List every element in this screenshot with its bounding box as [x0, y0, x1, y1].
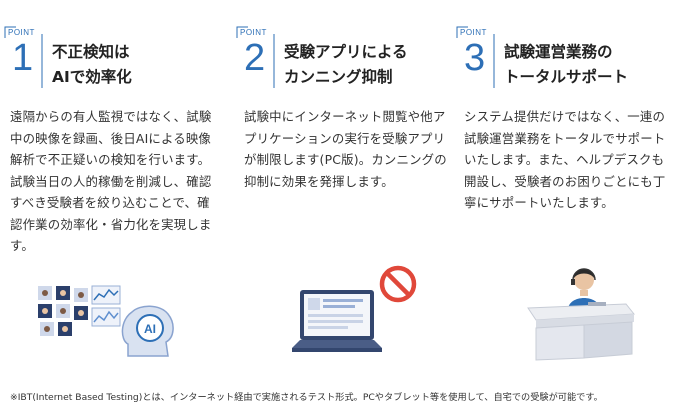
- badge-bracket-icon: [456, 26, 495, 88]
- point-number: 2: [244, 37, 266, 79]
- badge-bracket-icon: [236, 26, 275, 88]
- point-card-3: POINT 3 試験運営業務の トータルサポート システム提供だけではなく、一連…: [452, 0, 672, 361]
- video-analysis-illustration: AI: [38, 285, 174, 357]
- point-title-3: 試験運営業務の トータルサポート: [504, 40, 628, 90]
- point-title-line2: AIで効率化: [52, 68, 132, 86]
- point-body-2: 試験中にインターネット閲覧や他アプリケーションの実行を受験アプリが制限します(P…: [244, 109, 447, 189]
- point-title-line1: 試験運営業務の: [504, 43, 613, 61]
- point-number: 1: [12, 37, 34, 79]
- prohibition-icon: [379, 265, 417, 303]
- point-label: POINT: [240, 28, 267, 37]
- point-title-line1: 不正検知は: [52, 43, 130, 61]
- point-card-2: POINT 2 受験アプリによる カンニング抑制 試験中にインターネット閲覧や他…: [232, 0, 447, 360]
- point-body-3: システム提供だけではなく、一連の試験運営業務をトータルでサポートいたします。また…: [464, 109, 666, 210]
- analysis-chart-icon: [91, 285, 121, 327]
- desk-icon: [527, 302, 635, 361]
- point-label: POINT: [8, 28, 35, 37]
- video-grid-icon: [38, 286, 88, 336]
- ai-head-icon: AI: [121, 305, 174, 357]
- point-title-2: 受験アプリによる カンニング抑制: [284, 40, 408, 90]
- point-badge-2: POINT 2: [236, 26, 284, 92]
- point-badge-3: POINT 3: [456, 26, 504, 92]
- helpdesk-illustration: [527, 268, 635, 361]
- point-title-line2: トータルサポート: [504, 68, 629, 86]
- point-body-1: 遠隔からの有人監視ではなく、試験中の映像を録画、後日AIによる映像解析で不正疑い…: [10, 109, 212, 253]
- badge-bracket-icon: [4, 26, 43, 88]
- point-number: 3: [464, 37, 486, 79]
- point-card-1: POINT 1 不正検知は AIで効率化 遠隔からの有人監視ではなく、試験中の映…: [0, 0, 222, 360]
- point-title-1: 不正検知は AIで効率化: [52, 40, 132, 90]
- ai-label: AI: [144, 322, 156, 336]
- point-badge-1: POINT 1: [4, 26, 52, 92]
- laptop-restriction-illustration: [292, 265, 417, 352]
- laptop-icon: [292, 290, 382, 352]
- point-label: POINT: [460, 28, 487, 37]
- point-title-line2: カンニング抑制: [284, 68, 393, 86]
- ibt-footnote: ※IBT(Internet Based Testing)とは、インターネット経由…: [10, 392, 603, 403]
- point-title-line1: 受験アプリによる: [284, 43, 408, 61]
